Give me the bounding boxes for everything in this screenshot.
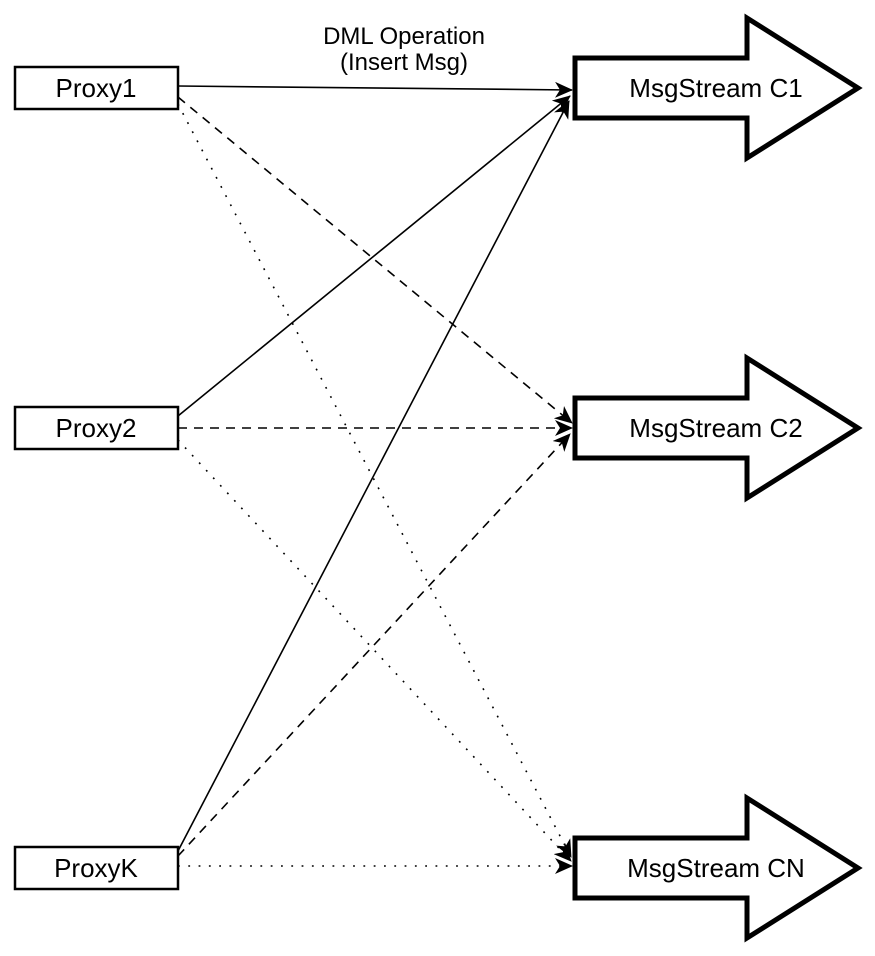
msgstream-c2-label: MsgStream C2 <box>629 413 802 443</box>
edge-proxy2-c1 <box>177 95 571 417</box>
edge-proxy2-cn <box>177 439 572 862</box>
diagram-title-line2: (Insert Msg) <box>340 49 468 76</box>
edge-proxyk-c1 <box>177 100 570 852</box>
edge-proxy1-c1 <box>177 81 573 98</box>
stream-node-c2: MsgStream C2 <box>572 353 863 503</box>
edge-group <box>177 81 573 874</box>
msgstream-c1-arrow-shape <box>572 13 863 163</box>
proxy1-box <box>13 65 180 111</box>
proxy-node-proxy2: Proxy2 <box>13 405 180 451</box>
diagram-title-line1: DML Operation <box>323 23 485 50</box>
edge-proxyk-c2 <box>177 433 571 857</box>
proxy2-label: Proxy2 <box>56 413 137 443</box>
diagram-title: DML Operation (Insert Msg) <box>323 23 485 76</box>
proxy2-box <box>13 405 180 451</box>
proxy-node-proxy1: Proxy1 <box>13 65 180 111</box>
msgstream-cn-label: MsgStream CN <box>627 853 805 883</box>
stream-node-cn: MsgStream CN <box>572 793 863 943</box>
msgstream-cn-arrow-shape <box>572 793 863 943</box>
proxyk-box <box>13 845 180 891</box>
proxy-node-proxyk: ProxyK <box>13 845 180 891</box>
proxyk-label: ProxyK <box>54 853 138 883</box>
stream-node-c1: MsgStream C1 <box>572 13 863 163</box>
edge-proxy1-cn <box>177 103 572 858</box>
msgstream-c2-arrow-shape <box>572 353 863 503</box>
proxy1-label: Proxy1 <box>56 73 137 103</box>
edge-proxy1-c2 <box>177 96 573 424</box>
msgstream-c1-label: MsgStream C1 <box>629 73 802 103</box>
